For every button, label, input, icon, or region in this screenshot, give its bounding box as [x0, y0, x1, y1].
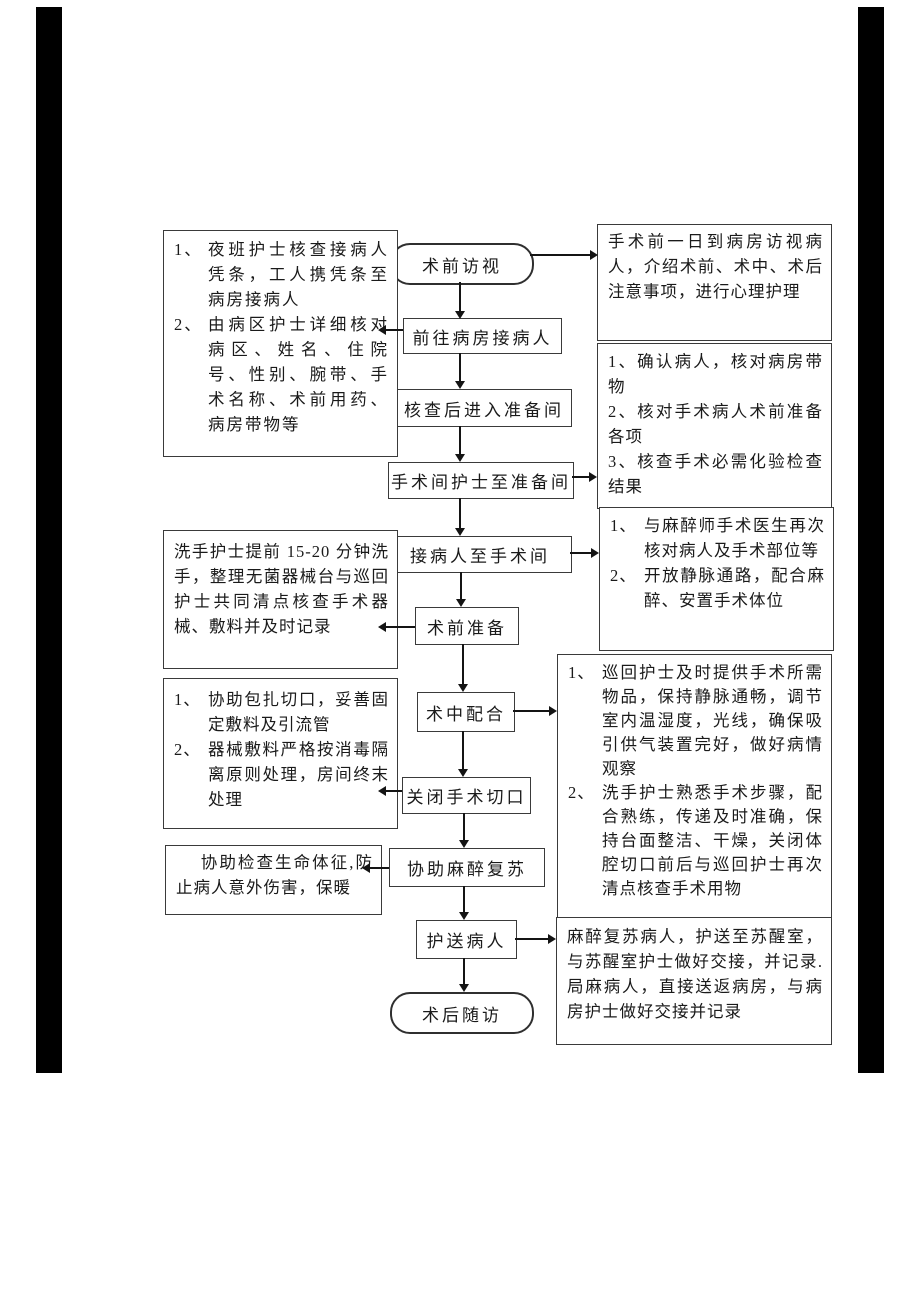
note-left-3: 1、 协助包扎切口，妥善固定敷料及引流管 2、 器械敷料严格按消毒隔离原则处理，… [163, 678, 398, 829]
note-item: 1、 与麻醉师手术医生再次核对病人及手术部位等 [610, 513, 825, 563]
note-left-2-text: 洗手护士提前 15-20 分钟洗手，整理无菌器械台与巡回护士共同清点核查手术器械… [174, 542, 389, 636]
item-text: 确认病人，核对病房带物 [608, 352, 824, 396]
item-marker: 1、 [610, 516, 637, 535]
item-marker: 2、 [174, 740, 201, 759]
note-right-5-text: 麻醉复苏病人，护送至苏醒室，与苏醒室护士做好交接，并记录.局麻病人，直接送返病房… [567, 927, 823, 1021]
flow-step-5: 术前准备 [415, 607, 519, 645]
note-item: 1、确认病人，核对病房带物 [608, 349, 823, 399]
item-text: 器械敷料严格按消毒隔离原则处理，房间终末处理 [208, 740, 389, 809]
item-marker: 2、 [174, 315, 203, 334]
item-text: 协助包扎切口，妥善固定敷料及引流管 [208, 690, 389, 734]
note-item: 2、 由病区护士详细核对病区、姓名、住院号、性别、腕带、手术名称、术前用药、病房… [174, 312, 389, 437]
flow-step-6: 术中配合 [417, 692, 515, 732]
terminator-preop-visit-label: 术前访视 [422, 256, 502, 276]
note-item: 1、 协助包扎切口，妥善固定敷料及引流管 [174, 687, 389, 737]
note-left-2: 洗手护士提前 15-20 分钟洗手，整理无菌器械台与巡回护士共同清点核查手术器械… [163, 530, 398, 669]
flow-step-8: 协助麻醉复苏 [389, 848, 545, 887]
item-text: 巡回护士及时提供手术所需物品，保持静脉通畅，调节室内温湿度，光线，确保吸引供气装… [602, 663, 823, 778]
arrow-down-step6-to-step7 [458, 731, 468, 777]
item-text: 与麻醉师手术医生再次核对病人及手术部位等 [644, 516, 825, 560]
arrow-right-step3-to-note-r2 [572, 472, 597, 482]
flow-step-8-label: 协助麻醉复苏 [407, 860, 527, 879]
arrow-down-step4-to-step5 [456, 572, 466, 607]
flow-step-7-label: 关闭手术切口 [406, 788, 527, 807]
arrow-down-step2-to-step3 [455, 426, 465, 462]
arrow-down-step1-to-step2 [455, 353, 465, 389]
item-text: 开放静脉通路，配合麻醉、安置手术体位 [644, 566, 825, 610]
flow-step-3: 手术间护士至准备间 [388, 462, 574, 499]
note-right-1: 手术前一日到病房访视病人，介绍术前、术中、术后注意事项，进行心理护理 [597, 224, 832, 341]
arrow-left-step7-to-note-l3 [378, 786, 402, 796]
terminator-postop-followup-label: 术后随访 [422, 1005, 502, 1025]
item-text: 洗手护士熟悉手术步骤，配合熟练，传递及时准确，保持台面整洁、干燥，关闭体腔切口前… [602, 783, 823, 898]
item-marker: 1、 [608, 352, 638, 371]
arrow-right-step9-to-note-r5 [515, 934, 556, 944]
item-marker: 2、 [568, 783, 595, 802]
arrow-left-step5-to-note-l2 [378, 622, 415, 632]
terminator-postop-followup: 术后随访 [390, 992, 534, 1034]
item-marker: 1、 [174, 690, 201, 709]
flow-step-9: 护送病人 [416, 920, 517, 959]
note-right-1-text: 手术前一日到病房访视病人，介绍术前、术中、术后注意事项，进行心理护理 [608, 232, 823, 301]
arrow-right-start-to-note-r1 [530, 250, 598, 260]
arrow-down-step8-to-step9 [459, 886, 469, 920]
arrow-down-step9-to-end [459, 958, 469, 992]
arrow-down-step5-to-step6 [458, 644, 468, 692]
flow-step-1-label: 前往病房接病人 [412, 328, 553, 348]
item-marker: 2、 [610, 566, 637, 585]
note-right-4: 1、 巡回护士及时提供手术所需物品，保持静脉通畅，调节室内温湿度，光线，确保吸引… [557, 654, 832, 918]
arrow-left-step8-to-note-l4 [362, 863, 389, 873]
item-marker: 2、 [608, 402, 638, 421]
right-edge-bar [858, 7, 884, 1073]
arrow-down-step7-to-step8 [459, 813, 469, 848]
note-left-1: 1、 夜班护士核查接病人凭条，工人携凭条至病房接病人 2、 由病区护士详细核对病… [163, 230, 398, 457]
item-text: 核查手术必需化验检查结果 [608, 452, 824, 496]
note-right-2: 1、确认病人，核对病房带物 2、核对手术病人术前准备各项 3、核查手术必需化验检… [597, 343, 832, 509]
note-item: 2、 器械敷料严格按消毒隔离原则处理，房间终末处理 [174, 737, 389, 812]
arrow-left-step1-to-note-l1 [378, 325, 403, 335]
note-item: 2、 洗手护士熟悉手术步骤，配合熟练，传递及时准确，保持台面整洁、干燥，关闭体腔… [568, 781, 823, 901]
flow-step-2: 核查后进入准备间 [396, 389, 572, 427]
note-item: 1、 夜班护士核查接病人凭条，工人携凭条至病房接病人 [174, 237, 389, 312]
note-item: 2、 开放静脉通路，配合麻醉、安置手术体位 [610, 563, 825, 613]
item-marker: 3、 [608, 452, 638, 471]
flow-step-6-label: 术中配合 [426, 704, 506, 724]
item-marker: 1、 [174, 240, 203, 259]
item-text: 夜班护士核查接病人凭条，工人携凭条至病房接病人 [208, 240, 389, 309]
terminator-preop-visit: 术前访视 [390, 243, 534, 285]
flow-step-4: 接病人至手术间 [388, 536, 572, 573]
flow-step-5-label: 术前准备 [427, 618, 507, 638]
note-right-5: 麻醉复苏病人，护送至苏醒室，与苏醒室护士做好交接，并记录.局麻病人，直接送返病房… [556, 917, 832, 1045]
note-left-4: 协助检查生命体征,防止病人意外伤害，保暖 [165, 845, 382, 915]
left-edge-bar [36, 7, 62, 1073]
note-item: 1、 巡回护士及时提供手术所需物品，保持静脉通畅，调节室内温湿度，光线，确保吸引… [568, 661, 823, 781]
flow-step-9-label: 护送病人 [426, 932, 507, 951]
arrow-down-start-to-step1 [455, 282, 465, 319]
flow-step-1: 前往病房接病人 [403, 318, 562, 354]
flow-step-2-label: 核查后进入准备间 [404, 400, 564, 420]
item-text: 由病区护士详细核对病区、姓名、住院号、性别、腕带、手术名称、术前用药、病房带物等 [208, 315, 389, 434]
arrow-right-step4-to-note-r3 [570, 548, 599, 558]
note-left-4-text: 协助检查生命体征,防止病人意外伤害，保暖 [176, 853, 373, 897]
arrow-down-step3-to-step4 [455, 498, 465, 536]
flow-step-4-label: 接病人至手术间 [410, 547, 550, 566]
note-item: 2、核对手术病人术前准备各项 [608, 399, 823, 449]
note-right-3: 1、 与麻醉师手术医生再次核对病人及手术部位等 2、 开放静脉通路，配合麻醉、安… [599, 507, 834, 651]
item-marker: 1、 [568, 663, 595, 682]
flow-step-3-label: 手术间护士至准备间 [391, 473, 571, 492]
note-item: 3、核查手术必需化验检查结果 [608, 449, 823, 499]
flow-step-7: 关闭手术切口 [402, 777, 531, 814]
arrow-right-step6-to-note-r4 [513, 706, 557, 716]
item-text: 核对手术病人术前准备各项 [608, 402, 824, 446]
